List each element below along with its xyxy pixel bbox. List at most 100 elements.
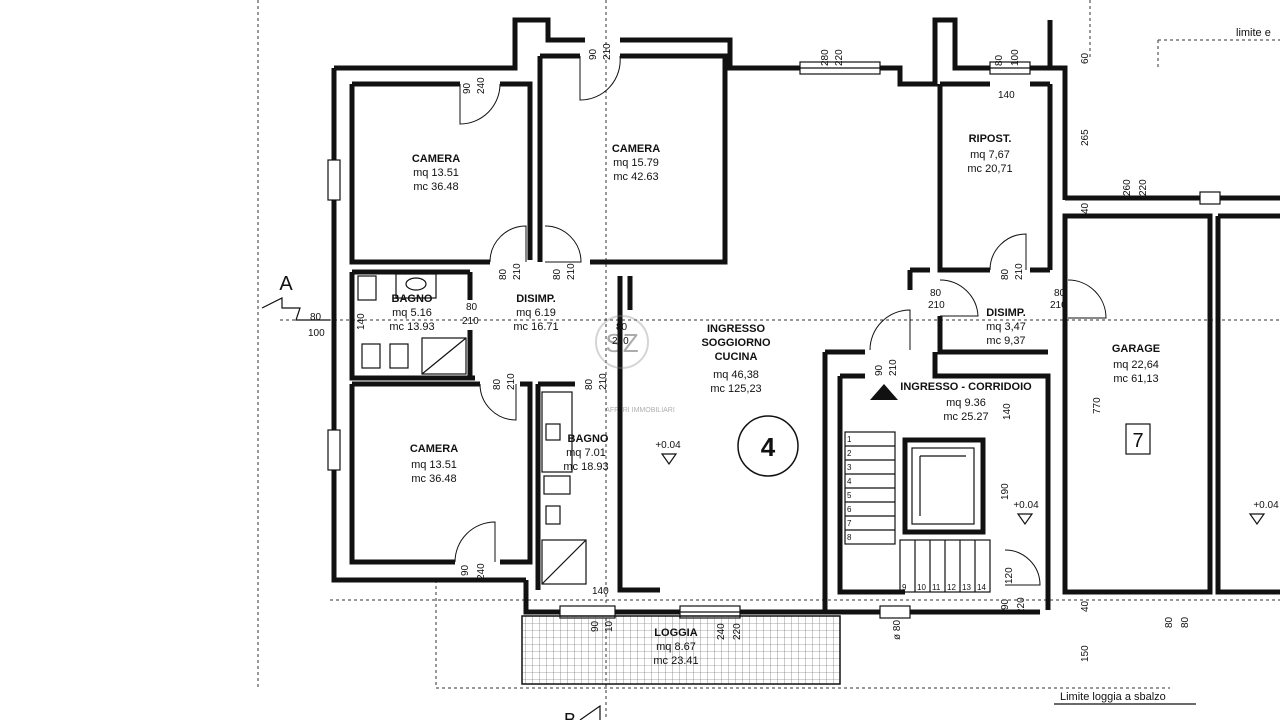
stair-step-number: 12 (947, 583, 956, 592)
svg-text:+0.04: +0.04 (1253, 500, 1279, 511)
svg-text:40: 40 (1080, 202, 1091, 214)
svg-text:240: 240 (476, 563, 487, 580)
doors (454, 55, 1107, 586)
svg-text:+0.04: +0.04 (1013, 500, 1039, 511)
svg-text:10: 10 (604, 620, 615, 632)
svg-text:LOGGIA: LOGGIA (654, 627, 697, 639)
stair-step-number: 7 (847, 519, 852, 528)
svg-text:mc 9,37: mc 9,37 (986, 335, 1025, 347)
svg-text:DISIMP.: DISIMP. (986, 307, 1026, 319)
svg-text:90: 90 (460, 564, 471, 576)
svg-text:mc 16.71: mc 16.71 (513, 321, 558, 333)
svg-text:80: 80 (1000, 268, 1011, 280)
svg-text:GARAGE: GARAGE (1112, 343, 1160, 355)
svg-text:140: 140 (356, 313, 367, 330)
svg-text:80: 80 (492, 378, 503, 390)
svg-text:80: 80 (930, 288, 942, 299)
entrance-triangle (870, 384, 898, 400)
room-loggia: LOGGIA mq 8.67 mc 23.41 (653, 627, 698, 667)
svg-text:100: 100 (1010, 49, 1021, 66)
svg-text:90: 90 (462, 82, 473, 94)
room-ripost: RIPOST. mq 7,67 mc 20,71 (967, 133, 1012, 175)
svg-text:140: 140 (1002, 403, 1013, 420)
svg-text:210: 210 (928, 300, 945, 311)
limit-top-right: limite e (1236, 27, 1271, 39)
svg-text:RIPOST.: RIPOST. (969, 133, 1012, 145)
svg-text:210: 210 (598, 373, 609, 390)
svg-text:mq 46,38: mq 46,38 (713, 369, 759, 381)
svg-text:mq 8.67: mq 8.67 (656, 641, 696, 653)
svg-text:210: 210 (512, 263, 523, 280)
svg-text:mc 23.41: mc 23.41 (653, 655, 698, 667)
svg-text:CUCINA: CUCINA (715, 351, 758, 363)
svg-text:mc 18.93: mc 18.93 (563, 461, 608, 473)
unit-circle-main (737, 415, 799, 477)
room-camera-top-mid: CAMERA mq 15.79 mc 42.63 (612, 143, 660, 183)
svg-text:260: 260 (1122, 179, 1133, 196)
svg-text:150: 150 (1080, 645, 1091, 662)
svg-text:90: 90 (588, 48, 599, 60)
section-marker-a: A (261, 273, 330, 321)
svg-text:80: 80 (310, 312, 322, 323)
svg-text:mq 13.51: mq 13.51 (413, 167, 459, 179)
room-ingresso-corridoio: INGRESSO - CORRIDOIO mq 9.36 mc 25.27 (900, 381, 1032, 423)
svg-text:mq 7,67: mq 7,67 (970, 149, 1010, 161)
room-disimp-left: DISIMP. mq 6.19 mc 16.71 (513, 293, 558, 333)
limit-bottom: Limite loggia a sbalzo (1060, 691, 1166, 703)
svg-text:mq 13.51: mq 13.51 (411, 459, 457, 471)
svg-text:220: 220 (834, 49, 845, 66)
svg-text:40: 40 (1080, 600, 1091, 612)
svg-text:80: 80 (1054, 288, 1066, 299)
svg-text:A: A (279, 273, 293, 295)
svg-text:140: 140 (998, 90, 1015, 101)
svg-text:140: 140 (592, 586, 609, 597)
svg-text:mq 3,47: mq 3,47 (986, 321, 1026, 333)
svg-text:mc 36.48: mc 36.48 (413, 181, 458, 193)
svg-text:265: 265 (1080, 129, 1091, 146)
stair-step-number: 14 (977, 583, 986, 592)
svg-text:mc 13.93: mc 13.93 (389, 321, 434, 333)
svg-text:B: B (564, 710, 576, 720)
svg-text:ø 80: ø 80 (892, 620, 903, 640)
svg-text:mq 22,64: mq 22,64 (1113, 359, 1159, 371)
room-ingresso-soggiorno: INGRESSO SOGGIORNO CUCINA mq 46,38 mc 12… (701, 323, 771, 395)
svg-text:220: 220 (732, 623, 743, 640)
svg-text:220: 220 (1138, 179, 1149, 196)
svg-text:90: 90 (874, 364, 885, 376)
dimension-labels: 90 240 90 210 280 220 80 100 140 60 265 … (308, 43, 1191, 662)
svg-text:80: 80 (994, 54, 1005, 66)
walls (331, 17, 1280, 615)
room-bagno-mid: BAGNO mq 7.01 mc 18.93 (563, 433, 609, 473)
bathroom-fixtures (357, 273, 975, 585)
loggia-hatch (521, 615, 841, 685)
svg-text:80: 80 (466, 302, 478, 313)
svg-text:BAGNO: BAGNO (568, 433, 609, 445)
elevation-right: +0.04 (1248, 500, 1279, 526)
watermark: SZ AFFARI IMMOBILIARI (595, 315, 675, 414)
stair-step-number: 13 (962, 583, 971, 592)
svg-text:210: 210 (1014, 263, 1025, 280)
stair-step-number: 5 (847, 491, 852, 500)
svg-text:mc 20,71: mc 20,71 (967, 163, 1012, 175)
svg-text:210: 210 (566, 263, 577, 280)
svg-text:80: 80 (1180, 616, 1191, 628)
windows (327, 61, 1221, 619)
svg-text:INGRESSO: INGRESSO (707, 323, 766, 335)
svg-text:mc 36.48: mc 36.48 (411, 473, 456, 485)
svg-text:90: 90 (1000, 598, 1011, 610)
svg-text:240: 240 (476, 77, 487, 94)
svg-text:80: 80 (1164, 616, 1175, 628)
stair-step-number: 2 (847, 449, 852, 458)
elevation-stair: +0.04 (1013, 500, 1039, 526)
stair-step-number: 9 (902, 583, 907, 592)
svg-text:210: 210 (602, 43, 613, 60)
room-disimp-right: DISIMP. mq 3,47 mc 9,37 (986, 307, 1026, 347)
stair-step-number: 11 (932, 583, 941, 592)
svg-text:100: 100 (308, 328, 325, 339)
room-camera-top-left: CAMERA mq 13.51 mc 36.48 (412, 153, 460, 193)
svg-text:mc 125,23: mc 125,23 (710, 383, 761, 395)
reference-lines (257, 0, 1280, 720)
svg-text:CAMERA: CAMERA (410, 443, 458, 455)
